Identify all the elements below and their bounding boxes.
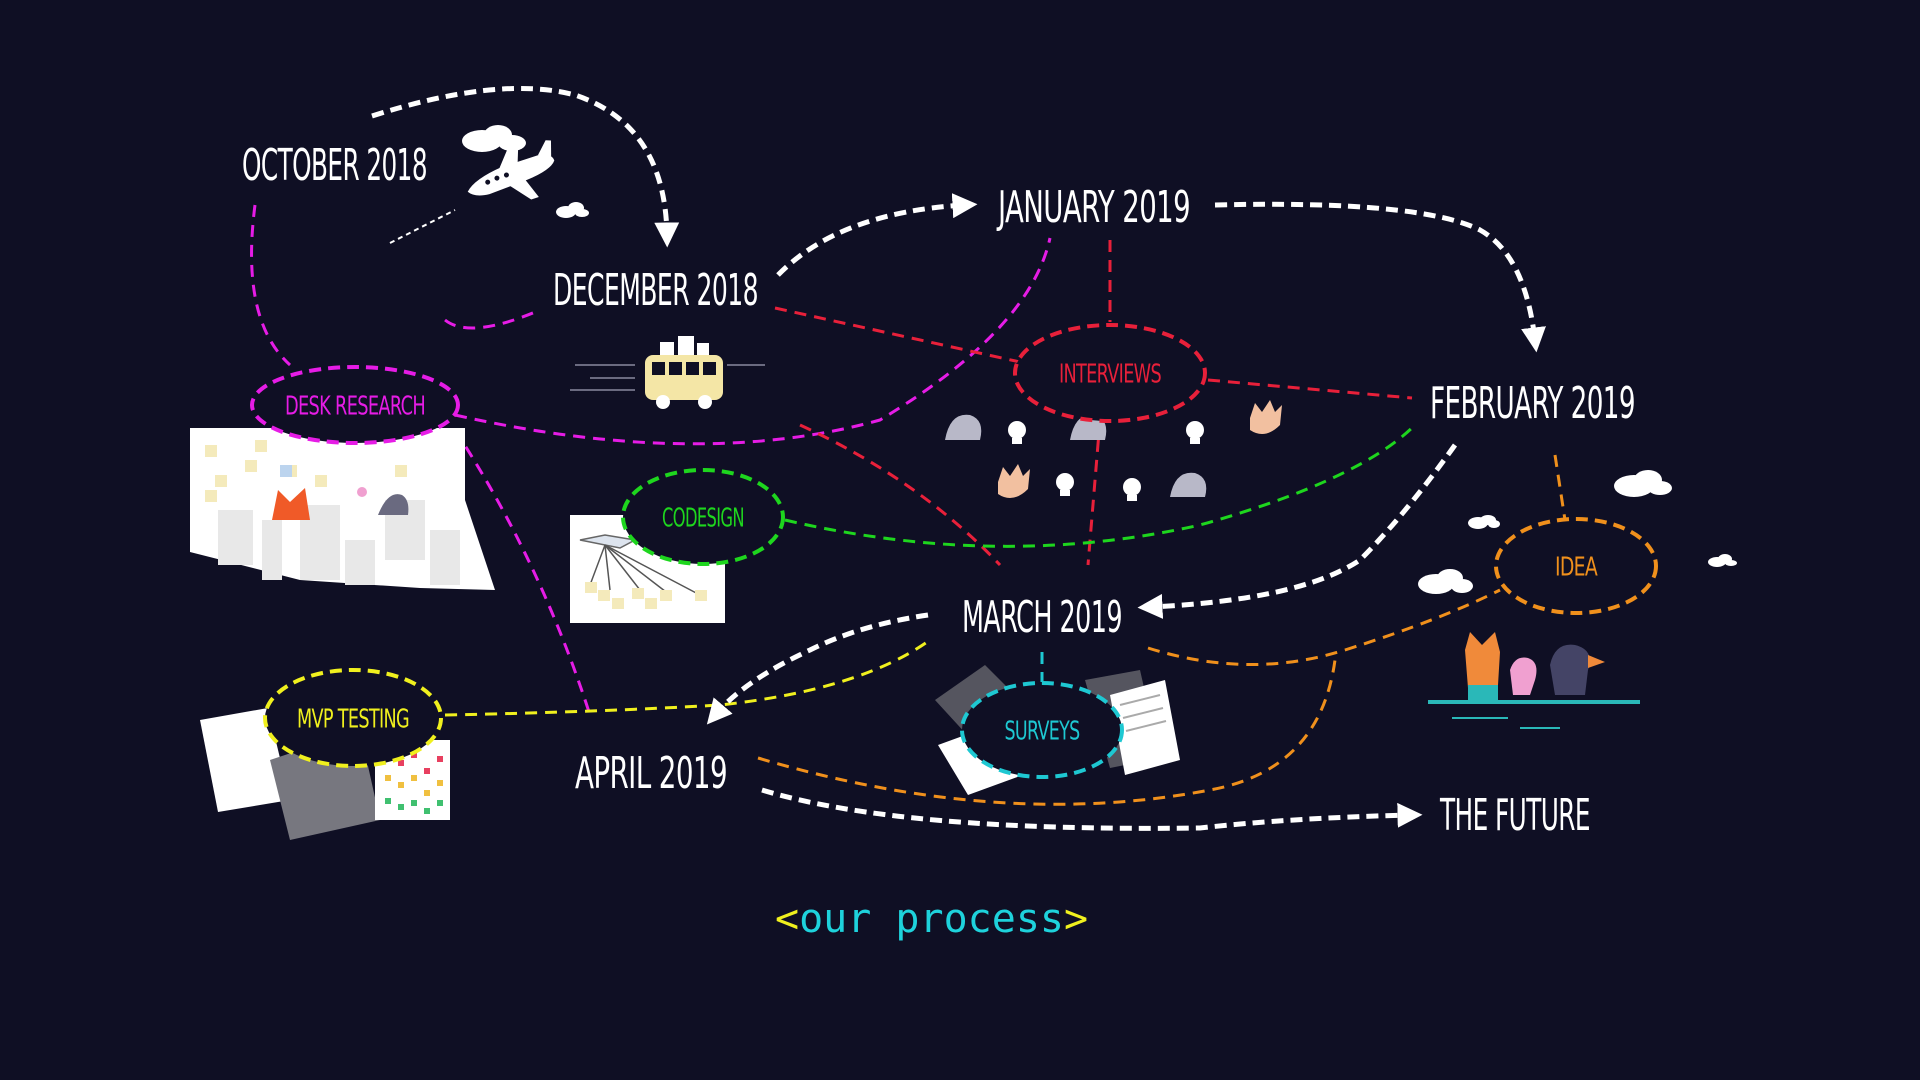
caption-open-bracket: < <box>775 896 799 942</box>
arrow-feb-to-mar <box>1137 443 1458 619</box>
caption-close-bracket: > <box>1064 896 1088 942</box>
bubble-label-idea: IDEA <box>1555 553 1598 583</box>
timeline-arrows <box>371 85 1546 831</box>
bubble-codesign: CODESIGN <box>621 468 785 566</box>
cloud-icon <box>1708 554 1737 567</box>
bubble-label-mvp-testing: MVP TESTING <box>297 705 409 735</box>
bubble-label-surveys: SURVEYS <box>1005 717 1080 747</box>
caption-text: our process <box>799 896 1064 942</box>
bubble-desk-research: DESK RESEARCH <box>250 365 460 445</box>
month-february-2019: FEBRUARY 2019 <box>1430 378 1635 429</box>
chart-sheet-icon <box>385 752 443 814</box>
bubble-label-desk-research: DESK RESEARCH <box>285 392 425 422</box>
arrow-oct-to-dec <box>371 85 680 248</box>
month-the-future: THE FUTURE <box>1439 790 1590 841</box>
animal-character-icon <box>998 400 1282 498</box>
arrow-jan-to-feb <box>1214 201 1546 353</box>
month-december-2018: DECEMBER 2018 <box>553 265 758 316</box>
caption: <our process> <box>775 896 1088 942</box>
month-january-2019: JANUARY 2019 <box>996 182 1190 233</box>
bubble-label-codesign: CODESIGN <box>662 504 744 534</box>
connections-desk-research <box>250 204 1052 716</box>
connections-mvp-testing <box>444 638 931 717</box>
bubble-label-interviews: INTERVIEWS <box>1059 360 1161 390</box>
arrow-apr-to-future <box>761 787 1423 831</box>
bubble-surveys: SURVEYS <box>960 681 1124 779</box>
month-labels: OCTOBER 2018 DECEMBER 2018 JANUARY 2019 … <box>242 140 1636 841</box>
animal-character-icon <box>1428 632 1640 729</box>
animal-character-icon <box>945 414 1207 497</box>
bubble-idea: IDEA <box>1494 517 1658 615</box>
cloud-icon <box>1468 515 1500 529</box>
cloud-icon <box>1614 470 1672 497</box>
connections-interviews <box>774 240 1413 567</box>
airplane-icon <box>467 140 555 200</box>
bubble-mvp-testing: MVP TESTING <box>263 668 443 768</box>
cloud-icon <box>556 202 589 218</box>
connections-codesign <box>784 423 1417 548</box>
bus-icon <box>570 336 765 409</box>
animal-character-icon <box>1008 421 1204 501</box>
sticky-notes-icon <box>190 428 495 590</box>
connections-idea <box>757 454 1567 806</box>
airplane-trail <box>389 209 456 244</box>
cloud-icon <box>1418 569 1473 594</box>
bubble-interviews: INTERVIEWS <box>1013 323 1207 423</box>
arrow-dec-to-jan <box>776 193 978 277</box>
month-march-2019: MARCH 2019 <box>962 592 1122 643</box>
month-april-2019: APRIL 2019 <box>575 748 727 799</box>
month-october-2018: OCTOBER 2018 <box>242 140 427 191</box>
arrow-mar-to-apr <box>706 612 929 725</box>
